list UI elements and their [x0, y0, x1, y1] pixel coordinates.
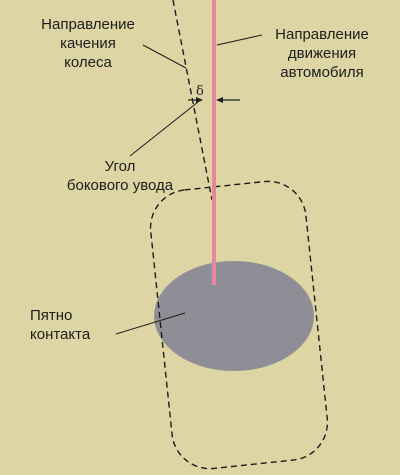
contact-patch-label: Пятно контакта: [30, 306, 130, 344]
label-line: контакта: [30, 326, 91, 343]
label-line: колеса: [64, 54, 112, 71]
leader-motion: [216, 34, 263, 46]
label-line: движения: [287, 45, 357, 62]
leader-patch: [115, 312, 186, 335]
leader-slip: [129, 101, 199, 157]
label-line: бокового увода: [66, 177, 174, 194]
label-line: Направление: [41, 16, 135, 33]
label-line: Направление: [275, 26, 369, 43]
slip-angle-label: Угол бокового увода: [60, 157, 180, 195]
angle-symbol: δ: [196, 84, 204, 99]
angle-arrowhead-left: [196, 97, 203, 103]
rolling-direction-label: Направление качения колеса: [29, 15, 147, 72]
label-line: Пятно: [30, 307, 73, 324]
leader-rolling: [142, 44, 187, 69]
angle-arrowhead-right: [216, 97, 223, 103]
label-line: автомобиля: [280, 64, 364, 81]
contact-patch: [154, 261, 314, 371]
label-line: качения: [60, 35, 116, 52]
motion-direction-label: Направление движения автомобиля: [254, 25, 390, 82]
label-line: Угол: [104, 158, 136, 175]
